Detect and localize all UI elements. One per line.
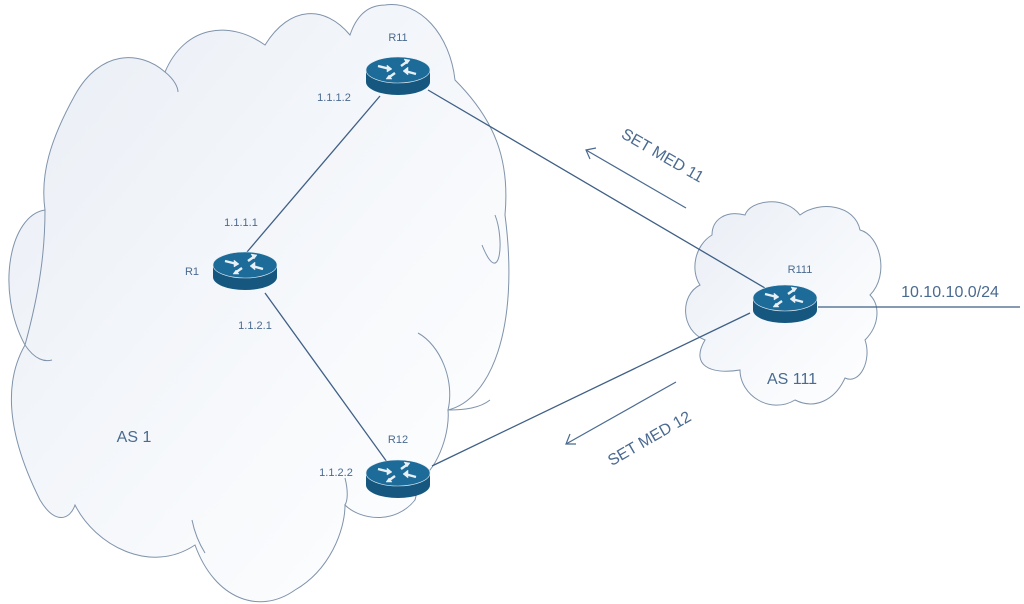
- med11-arrow: [585, 147, 687, 209]
- link-r12-r111: [431, 312, 751, 467]
- med12-annotation: SET MED 12: [605, 408, 694, 469]
- med11-annotation: SET MED 11: [618, 126, 706, 187]
- as1-cloud-bump: [191, 519, 206, 554]
- router-r1-label: R1: [185, 266, 199, 278]
- router-r1-icon[interactable]: [211, 250, 279, 292]
- interface-r12-ip: 1.1.2.2: [319, 467, 353, 479]
- interface-r1-r11-ip: 1.1.1.1: [224, 217, 258, 229]
- as1-cloud: [8, 4, 510, 603]
- as111-label: AS 111: [767, 371, 817, 388]
- link-r1-r11: [246, 95, 381, 253]
- router-r11-icon[interactable]: [364, 55, 432, 97]
- med12-arrow: [565, 381, 677, 445]
- as1-cloud-bump: [417, 332, 491, 411]
- router-r12-icon[interactable]: [364, 458, 432, 500]
- router-r11-label: R11: [388, 32, 407, 44]
- as1-cloud-bump: [164, 71, 179, 93]
- router-r111-icon[interactable]: [751, 283, 819, 325]
- interface-r11-ip: 1.1.1.2: [317, 92, 351, 104]
- as1-label: AS 1: [117, 429, 152, 446]
- link-r1-r12: [264, 292, 388, 463]
- router-r111-label: R111: [788, 264, 813, 276]
- as1-cloud-bump: [24, 209, 53, 362]
- as1-cloud-bump: [481, 214, 501, 264]
- network-prefix-label: 10.10.10.0/24: [901, 284, 999, 301]
- interface-r1-r12-ip: 1.1.2.1: [238, 320, 272, 332]
- link-r11-r111: [427, 89, 766, 289]
- router-r12-label: R12: [388, 434, 408, 446]
- as1-cloud-bump: [344, 477, 348, 506]
